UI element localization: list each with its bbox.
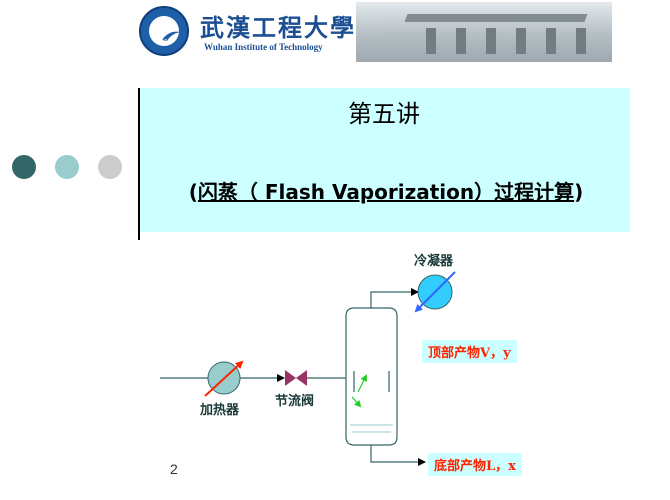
logo-year: 1972 bbox=[157, 40, 171, 46]
title-panel: 第五讲 (闪蒸（ Flash Vaporization）过程计算) bbox=[138, 88, 630, 232]
lecture-title: 第五讲 bbox=[348, 100, 420, 128]
throttle-valve-icon bbox=[285, 370, 307, 386]
heater-icon bbox=[204, 360, 244, 397]
page-number: 2 bbox=[170, 461, 178, 477]
university-name-en: Wuhan Institute of Technology bbox=[204, 42, 323, 52]
dot-dark bbox=[12, 155, 36, 179]
wing-icon bbox=[162, 31, 180, 41]
condenser-icon bbox=[414, 271, 456, 313]
title-left-rule bbox=[138, 88, 140, 240]
condenser-label: 冷凝器 bbox=[414, 254, 454, 269]
liquid-flow-arrow bbox=[351, 396, 362, 408]
dot-gray bbox=[98, 155, 122, 179]
vapor-line bbox=[370, 288, 419, 308]
flash-drum-vessel bbox=[345, 307, 398, 446]
top-product-label: 顶部产物V，y bbox=[422, 340, 517, 363]
subtitle-open-paren: ( bbox=[188, 180, 198, 204]
heater-label: 加热器 bbox=[200, 403, 240, 418]
campus-building-image bbox=[356, 2, 612, 62]
vapor-flow-arrow bbox=[357, 374, 367, 393]
valve-label: 节流阀 bbox=[275, 394, 315, 409]
logo-emblem bbox=[149, 16, 180, 46]
bottom-product-label: 底部产物L，x bbox=[428, 453, 522, 476]
subtitle-text: 闪蒸（ Flash Vaporization）过程计算 bbox=[197, 180, 575, 204]
university-name-cn: 武漢工程大學 bbox=[200, 13, 356, 42]
liquid-outlet-line bbox=[370, 445, 426, 466]
lecture-subtitle: (闪蒸（ Flash Vaporization）过程计算) bbox=[148, 176, 624, 205]
subtitle-close-paren: ) bbox=[574, 180, 584, 204]
header-banner: 1972 武漢工程大學 Wuhan Institute of Technolog… bbox=[0, 0, 670, 66]
university-logo: 1972 bbox=[139, 6, 189, 56]
dot-teal bbox=[55, 155, 79, 179]
